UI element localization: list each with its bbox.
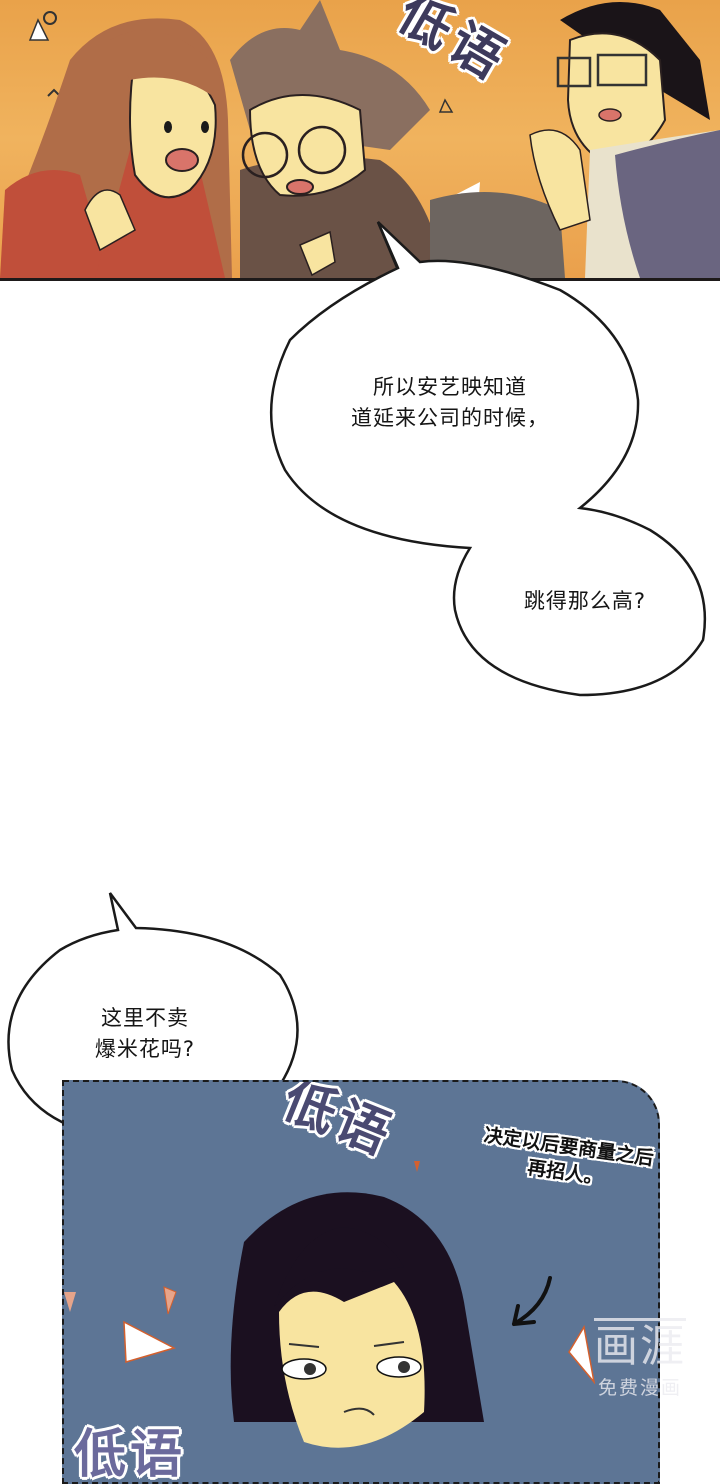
comic-panel-top: 低语 xyxy=(0,0,720,281)
watermark-tagline: 免费漫画 xyxy=(597,1377,682,1399)
sfx-whisper-bottom-lower: 低语 xyxy=(74,1425,187,1484)
watermark: 画涯 免费漫画 xyxy=(594,1318,686,1400)
speech-bubble-3: 这里不卖 爆米花吗? xyxy=(50,1003,240,1065)
speech-bubbles-layer xyxy=(7,221,707,1142)
panel-illustration xyxy=(0,0,720,278)
bubble-3-line-2: 爆米花吗? xyxy=(94,1037,196,1061)
bubble-2-line-1: 跳得那么高? xyxy=(523,589,647,613)
bubble-1-line-1: 所以安艺映知道 xyxy=(373,375,527,399)
watermark-brand: 画涯 xyxy=(594,1318,686,1373)
speech-bubble-1: 所以安艺映知道 道延来公司的时候， xyxy=(300,372,600,434)
bubble-1-line-2: 道延来公司的时候， xyxy=(351,406,549,430)
bubble-3-line-1: 这里不卖 xyxy=(101,1006,189,1030)
speech-bubble-1-shape xyxy=(270,221,707,697)
speech-bubble-2: 跳得那么高? xyxy=(490,586,680,617)
panel-bottom-illustration xyxy=(64,1161,596,1448)
comic-panel-bottom: 低语 决定以后要商量之后 再招人。 低语 xyxy=(62,1080,660,1484)
